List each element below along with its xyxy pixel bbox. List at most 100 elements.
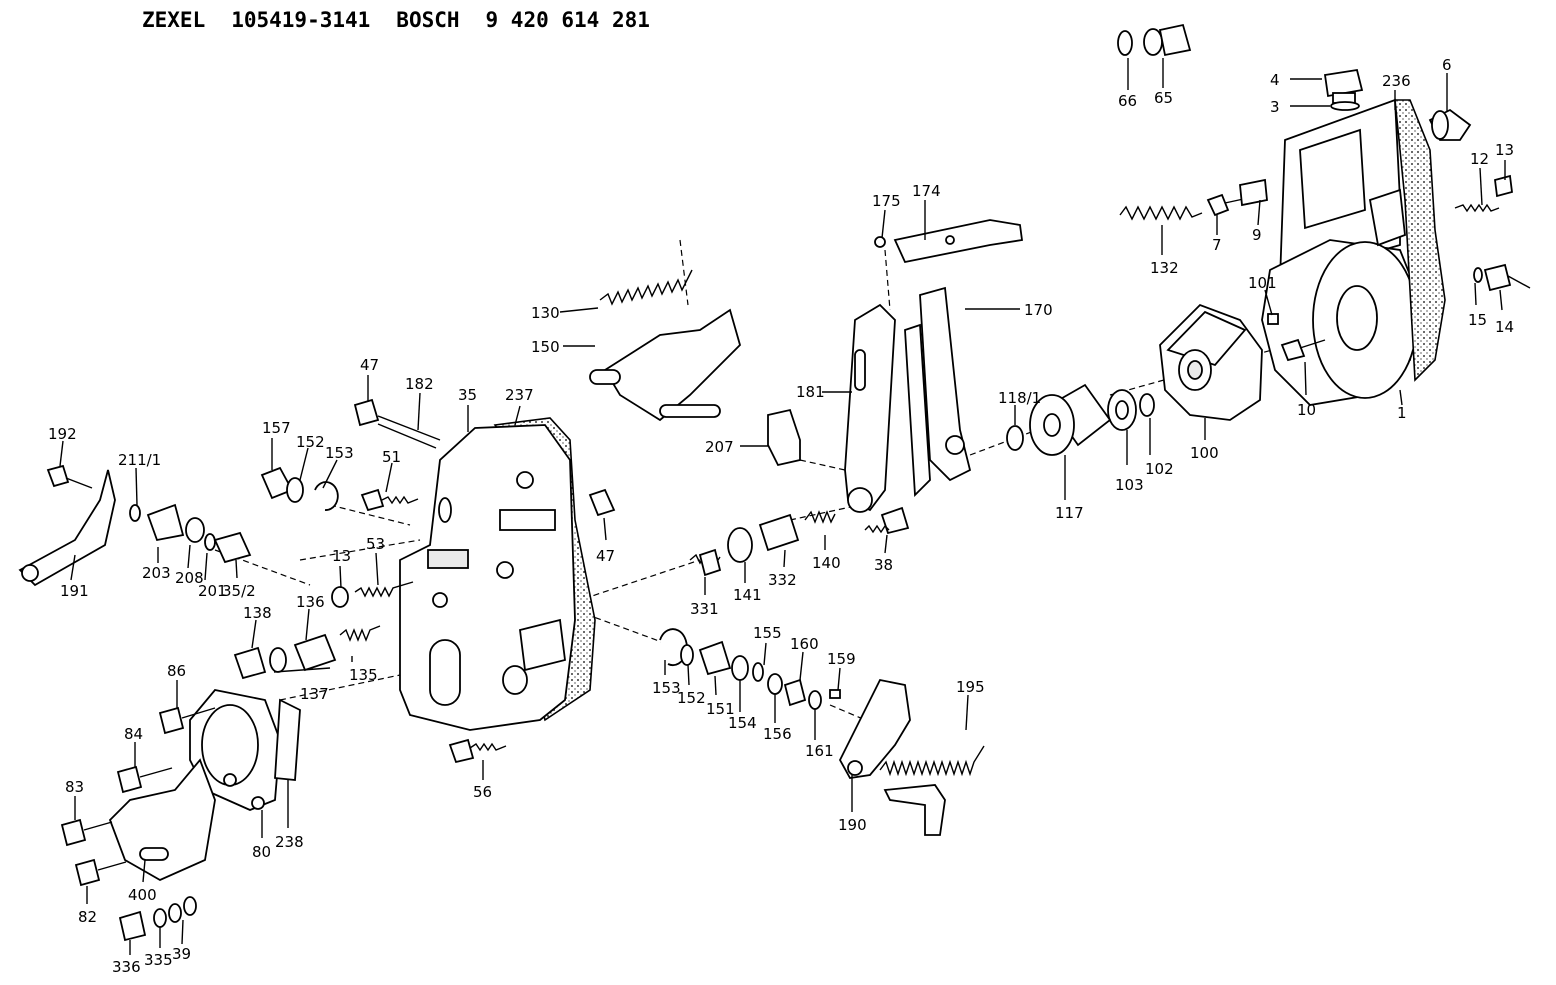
plug-6 <box>1428 108 1472 141</box>
bolt-53 <box>331 581 414 608</box>
label-39: 39 <box>172 945 191 963</box>
label-137: 137 <box>300 685 329 703</box>
label-136: 136 <box>296 593 325 611</box>
bolt-56 <box>448 738 507 764</box>
label-15: 15 <box>1468 311 1487 329</box>
label-100: 100 <box>1190 444 1219 462</box>
label-14: 14 <box>1495 318 1514 336</box>
label-4: 4 <box>1270 71 1280 89</box>
label-7: 7 <box>1212 236 1222 254</box>
spring-130 <box>599 269 693 306</box>
label-141: 141 <box>733 586 762 604</box>
lever-assembly-170-181 <box>844 286 972 513</box>
label-156: 156 <box>763 725 792 743</box>
bosch-part-number: 9 420 614 281 <box>485 8 650 32</box>
plug-group-157-152-153 <box>260 466 339 511</box>
cover-bolts <box>60 706 216 942</box>
label-140: 140 <box>812 554 841 572</box>
link-174 <box>874 219 1024 264</box>
label-336: 336 <box>112 958 141 976</box>
label-238: 238 <box>275 833 304 851</box>
label-1: 1 <box>1397 404 1407 422</box>
label-13-left: 13 <box>332 547 351 565</box>
lever-150 <box>589 308 742 422</box>
label-80: 80 <box>252 843 271 861</box>
label-331: 331 <box>690 600 719 618</box>
label-10: 10 <box>1297 401 1316 419</box>
label-53: 53 <box>366 535 385 553</box>
screw-group-331-141-332-140 <box>689 510 836 577</box>
pump-housing-1 <box>1261 98 1446 406</box>
label-6: 6 <box>1442 56 1452 74</box>
spring-132 <box>1119 205 1203 221</box>
label-201: 201 <box>198 582 227 600</box>
label-157: 157 <box>262 419 291 437</box>
label-38: 38 <box>874 556 893 574</box>
label-207: 207 <box>705 438 734 456</box>
flyweight-100 <box>1159 303 1263 421</box>
label-161: 161 <box>805 742 834 760</box>
label-211-1: 211/1 <box>118 451 161 469</box>
label-154: 154 <box>728 714 757 732</box>
label-35: 35 <box>458 386 477 404</box>
label-9: 9 <box>1252 226 1262 244</box>
label-400: 400 <box>128 886 157 904</box>
pin-182-screw-47 <box>353 398 616 517</box>
label-135: 135 <box>349 666 378 684</box>
label-181: 181 <box>796 383 825 401</box>
label-86: 86 <box>167 662 186 680</box>
bolt-51 <box>360 488 419 512</box>
label-153-bottom: 153 <box>652 679 681 697</box>
label-153-top: 153 <box>325 444 354 462</box>
zexel-part-number: 105419-3141 <box>231 8 371 32</box>
label-155: 155 <box>753 624 782 642</box>
brand-zexel: ZEXEL <box>142 8 206 32</box>
label-138: 138 <box>243 604 272 622</box>
label-203: 203 <box>142 564 171 582</box>
label-236: 236 <box>1382 72 1411 90</box>
label-82: 82 <box>78 908 97 926</box>
label-170: 170 <box>1024 301 1053 319</box>
end-cover-80 <box>108 689 301 882</box>
label-335: 335 <box>144 951 173 969</box>
label-101: 101 <box>1248 274 1277 292</box>
label-182: 182 <box>405 375 434 393</box>
label-152-bottom: 152 <box>677 689 706 707</box>
label-117: 117 <box>1055 504 1084 522</box>
label-118-1: 118/1 <box>998 389 1041 407</box>
label-56: 56 <box>473 783 492 801</box>
bolts-right <box>1206 174 1531 362</box>
label-47-top: 47 <box>360 356 379 374</box>
label-47-right: 47 <box>596 547 615 565</box>
label-12: 12 <box>1470 150 1489 168</box>
label-208: 208 <box>175 569 204 587</box>
label-102: 102 <box>1145 460 1174 478</box>
label-13-right: 13 <box>1495 141 1514 159</box>
sleeve-group <box>1006 383 1155 456</box>
label-84: 84 <box>124 725 143 743</box>
label-150: 150 <box>531 338 560 356</box>
label-237: 237 <box>505 386 534 404</box>
label-3: 3 <box>1270 98 1280 116</box>
bolt-38 <box>864 506 910 535</box>
label-151: 151 <box>706 700 735 718</box>
valve-group-151-161 <box>659 628 841 710</box>
lever-191 <box>18 464 252 587</box>
governor-cover-35 <box>399 417 596 731</box>
label-195: 195 <box>956 678 985 696</box>
label-159: 159 <box>827 650 856 668</box>
label-132: 132 <box>1150 259 1179 277</box>
label-66: 66 <box>1118 92 1137 110</box>
label-174: 174 <box>912 182 941 200</box>
label-65: 65 <box>1154 89 1173 107</box>
plug-4 <box>1323 68 1364 111</box>
label-152-top: 152 <box>296 433 325 451</box>
part-labels: 66 65 4 3 236 6 12 13 7 9 132 101 15 14 … <box>48 56 1514 976</box>
label-175: 175 <box>872 192 901 210</box>
label-160: 160 <box>790 635 819 653</box>
lever-190-spring-195 <box>838 678 985 836</box>
label-332: 332 <box>768 571 797 589</box>
block-207 <box>767 408 801 467</box>
